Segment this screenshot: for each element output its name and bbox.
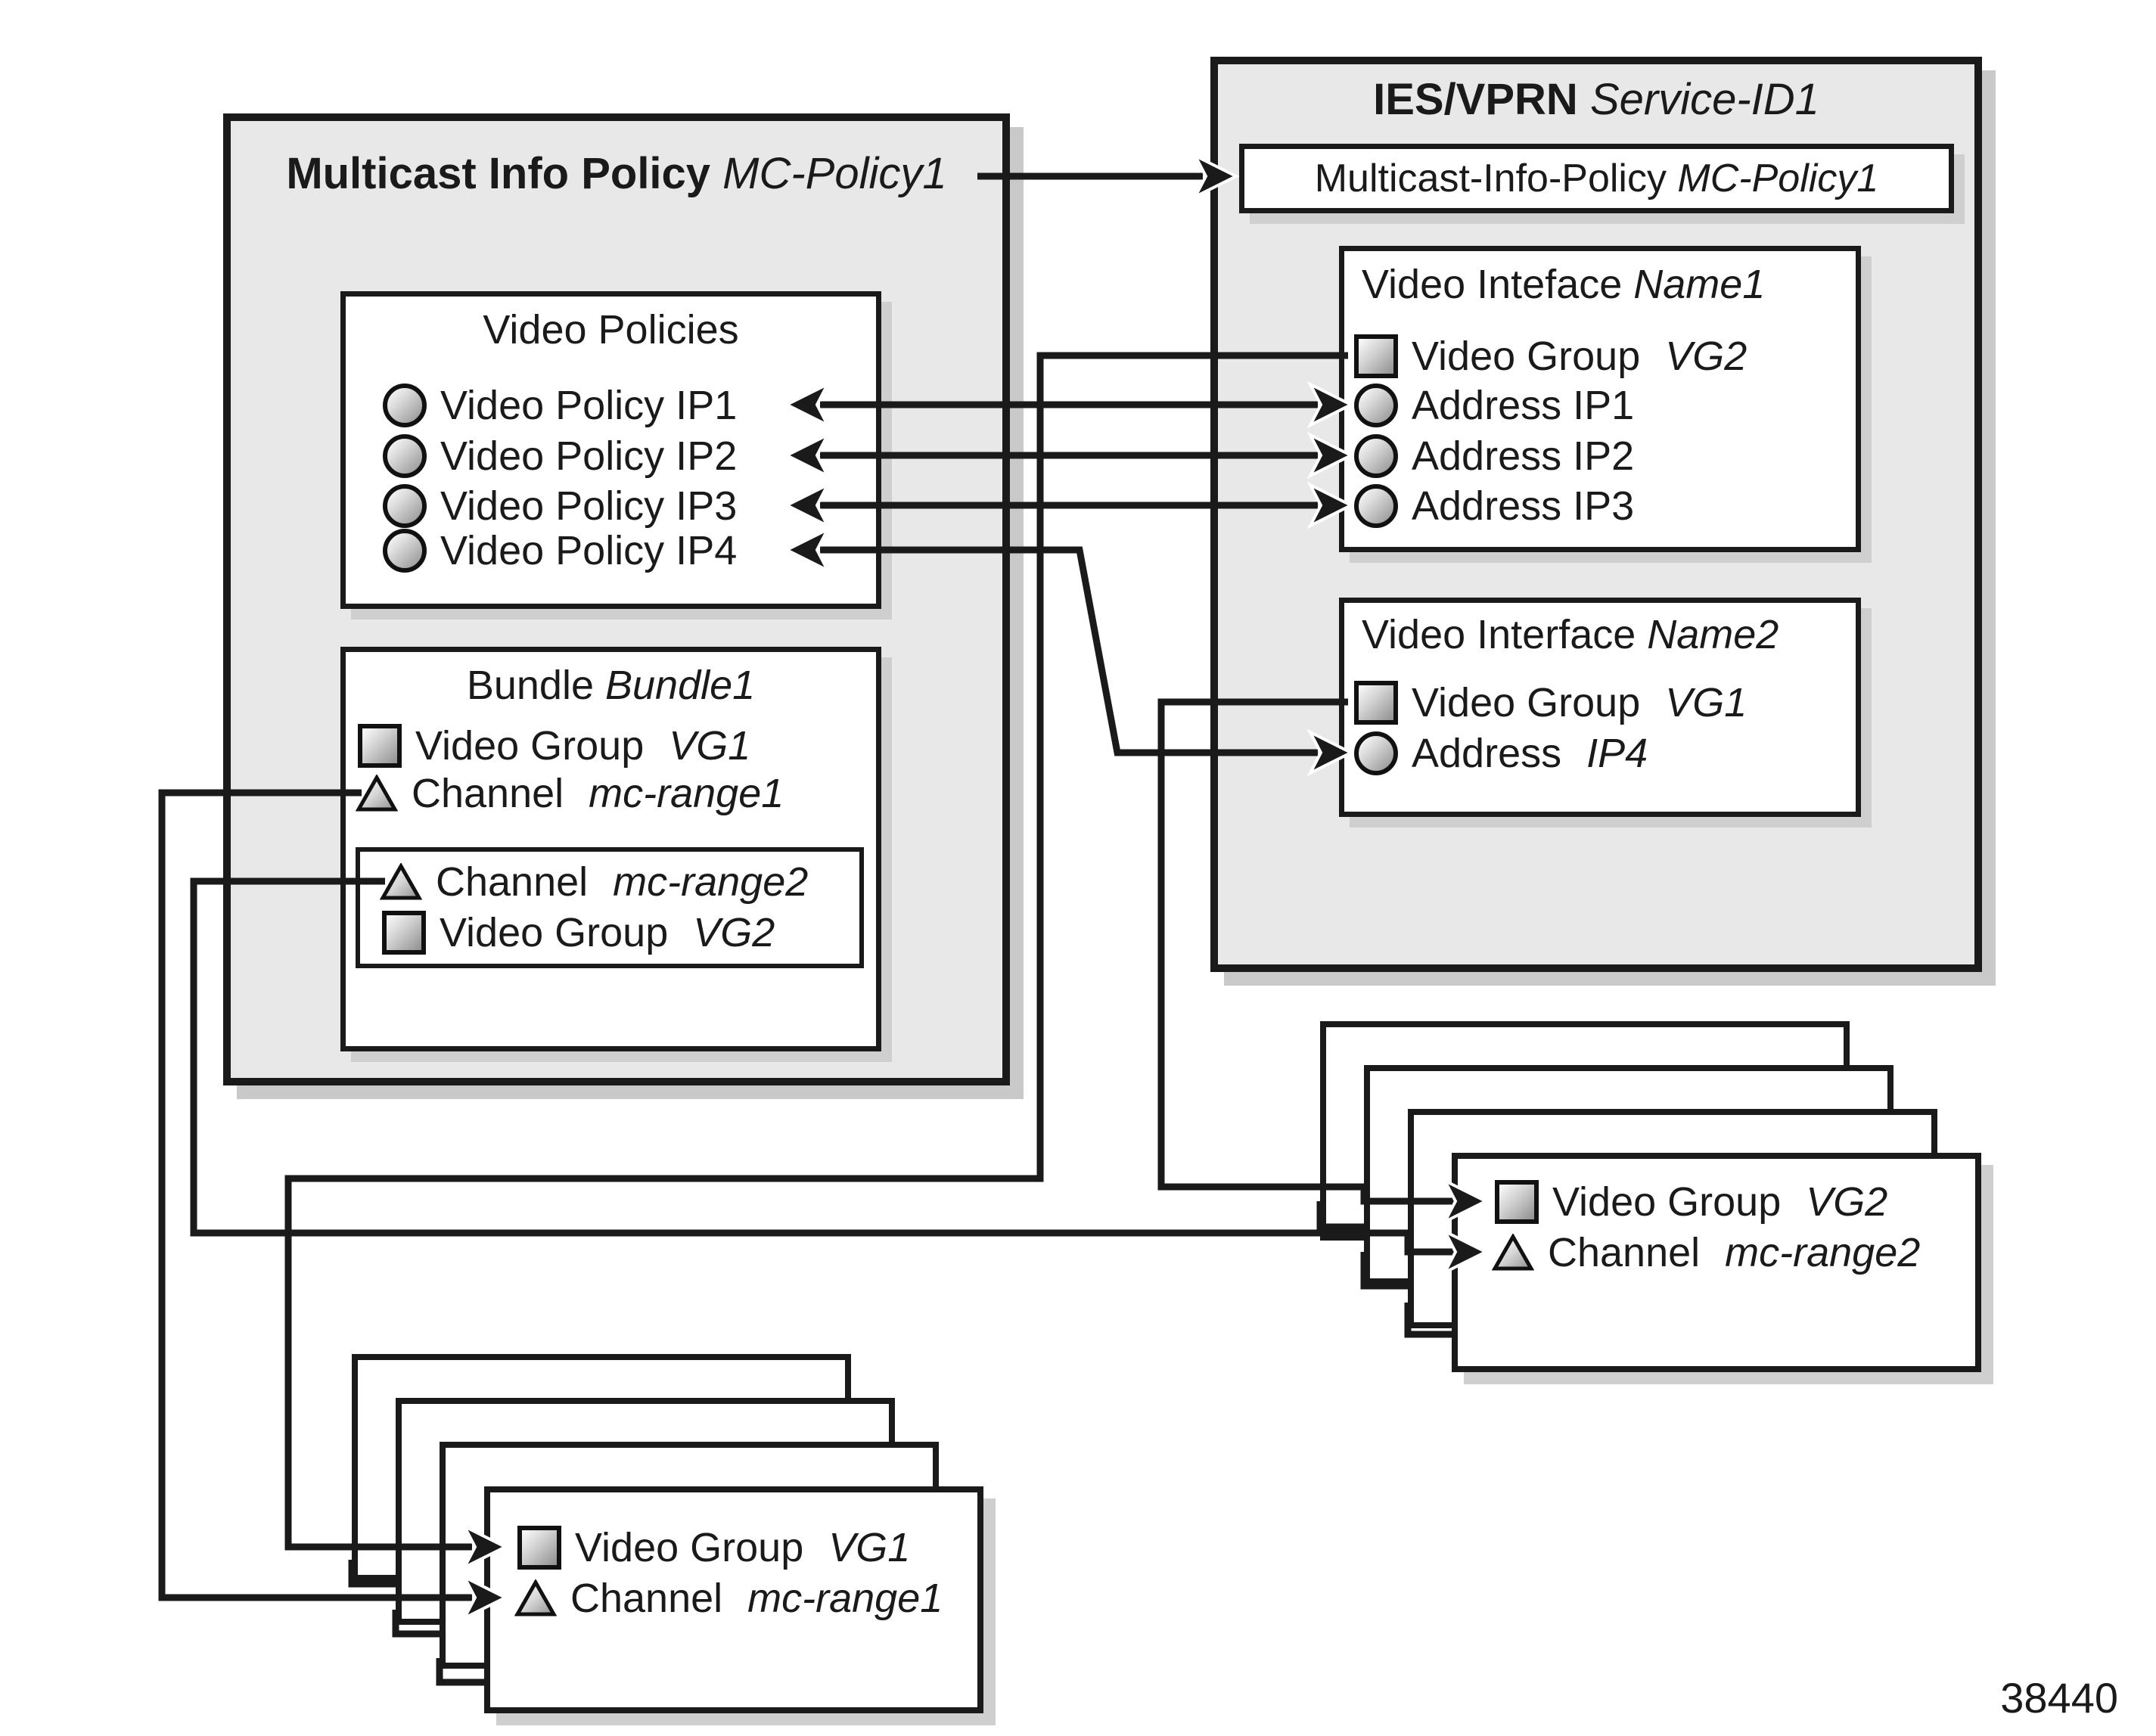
circle-icon <box>1354 384 1398 427</box>
item-label: Video Group <box>1412 334 1652 379</box>
list-item: Video Policy IP3 <box>383 483 750 529</box>
triangle-icon <box>514 1579 557 1616</box>
circle-icon <box>383 434 427 478</box>
item-label: Address <box>1412 731 1574 776</box>
video-interface-name1-title: Video Inteface Name1 <box>1362 261 1765 308</box>
item-em: mc-range2 <box>613 859 809 905</box>
list-item: Video Policy IP4 <box>383 528 750 573</box>
label-text: Multicast-Info-Policy <box>1314 157 1678 200</box>
list-item: Video Policy IP1 <box>383 383 750 428</box>
list-item: Channel mc-range1 <box>356 771 784 816</box>
title-text: Video Interface <box>1362 612 1648 657</box>
list-item: Channel mc-range2 <box>380 859 809 905</box>
item-em: VG1 <box>1665 680 1747 725</box>
circle-icon <box>1354 731 1398 775</box>
item-label: Channel <box>1548 1230 1712 1275</box>
list-item: Video Group VG1 <box>1354 680 1747 725</box>
square-icon <box>517 1526 561 1570</box>
item-label: Video Group <box>1552 1179 1793 1225</box>
square-icon <box>1354 681 1398 725</box>
item-em: VG2 <box>693 910 775 955</box>
triangle-icon <box>356 775 398 812</box>
triangle-icon <box>380 863 422 900</box>
video-interface-name1-box <box>1339 246 1861 552</box>
list-item: Video Group VG1 <box>358 723 751 769</box>
square-icon <box>382 911 426 955</box>
item-em: mc-range1 <box>747 1576 943 1621</box>
video-policies-title: Video Policies <box>483 307 739 352</box>
list-item: Video Group VG2 <box>382 910 775 955</box>
item-label: Video Policy IP3 <box>440 483 738 529</box>
title-em: Service-ID1 <box>1589 75 1819 124</box>
item-label: Video Group <box>1412 680 1652 725</box>
circle-icon <box>1354 484 1398 528</box>
circle-icon <box>383 529 427 573</box>
list-item: Video Group VG1 <box>517 1525 911 1570</box>
video-group-vg2-stack-front <box>1452 1153 1981 1372</box>
item-label: Channel <box>412 771 576 816</box>
item-label: Video Group <box>415 723 656 769</box>
list-item: Address IP3 <box>1354 483 1648 529</box>
item-label: Video Policy IP2 <box>440 433 738 479</box>
item-label: Channel <box>570 1576 735 1621</box>
item-em: VG2 <box>1806 1179 1888 1225</box>
title-em: Name2 <box>1647 612 1779 657</box>
list-item: Video Policy IP2 <box>383 433 750 479</box>
multicast-info-policy-title: Multicast Info Policy MC-Policy1 <box>223 148 1010 199</box>
item-label: Address IP2 <box>1412 433 1635 479</box>
title-em: Name1 <box>1633 262 1766 307</box>
item-label: Video Group <box>440 910 680 955</box>
item-label: Address IP1 <box>1412 383 1635 428</box>
circle-icon <box>383 484 427 528</box>
triangle-icon <box>1492 1234 1534 1271</box>
title-em: MC-Policy1 <box>722 149 947 198</box>
figure-number: 38440 <box>2000 1674 2118 1722</box>
circle-icon <box>383 384 427 427</box>
item-em: VG1 <box>828 1525 911 1570</box>
title-em: Bundle1 <box>604 663 756 708</box>
list-item: Address IP4 <box>1354 731 1648 776</box>
multicast-info-policy-ref-box: Multicast-Info-Policy MC-Policy1 <box>1239 144 1954 213</box>
list-item: Channel mc-range2 <box>1492 1230 1921 1275</box>
item-label: Video Policy IP1 <box>440 383 738 428</box>
title-text: IES/VPRN <box>1373 75 1590 124</box>
item-em: IP4 <box>1586 731 1648 776</box>
square-icon <box>1495 1180 1539 1224</box>
list-item: Address IP1 <box>1354 383 1648 428</box>
circle-icon <box>1354 434 1398 478</box>
item-label: Video Group <box>575 1525 815 1570</box>
list-item: Channel mc-range1 <box>514 1576 943 1621</box>
ies-vprn-title: IES/VPRN Service-ID1 <box>1210 74 1982 125</box>
video-interface-name2-title: Video Interface Name2 <box>1362 611 1779 658</box>
list-item: Video Group VG2 <box>1354 334 1747 379</box>
label-em: MC-Policy1 <box>1677 157 1879 200</box>
title-text: Video Inteface <box>1362 262 1634 307</box>
item-label: Address IP3 <box>1412 483 1635 529</box>
list-item: Video Group VG2 <box>1495 1179 1888 1225</box>
item-em: VG1 <box>669 723 751 769</box>
item-label: Video Policy IP4 <box>440 528 738 573</box>
item-em: mc-range1 <box>589 771 784 816</box>
list-item: Address IP2 <box>1354 433 1648 479</box>
policy-ref-label: Multicast-Info-Policy MC-Policy1 <box>1244 149 1949 208</box>
item-em: VG2 <box>1665 334 1747 379</box>
title-text: Bundle <box>466 663 605 708</box>
square-icon <box>358 724 402 768</box>
item-label: Channel <box>436 859 600 905</box>
item-em: mc-range2 <box>1725 1230 1921 1275</box>
bundle-title: Bundle Bundle1 <box>340 662 881 709</box>
title-text: Multicast Info Policy <box>286 149 723 198</box>
square-icon <box>1354 334 1398 378</box>
